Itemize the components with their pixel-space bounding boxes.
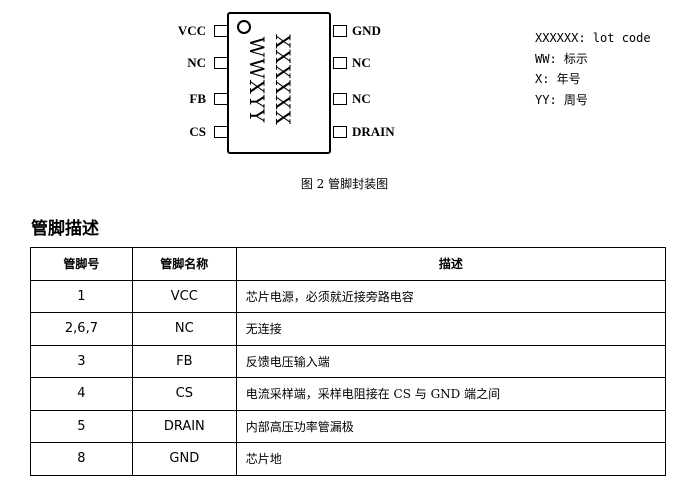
- cell-description: 芯片地: [235, 442, 667, 476]
- cell-pin-name: FB: [131, 344, 237, 378]
- table-header-row: 管脚号 管脚名称 描述: [30, 247, 667, 281]
- legend-yy: YY: 周号: [535, 92, 588, 107]
- pin1-indicator-icon: [237, 20, 251, 34]
- pin-label-drain: DRAIN: [352, 124, 395, 139]
- section-title: 管脚描述: [31, 219, 99, 239]
- header-description: 描述: [235, 247, 667, 281]
- cell-pin-name: GND: [131, 442, 237, 476]
- pin-label-cs: CS: [189, 124, 206, 139]
- table-row: 1 VCC 芯片电源，必须就近接旁路电容: [30, 279, 667, 313]
- table-row: 8 GND 芯片地: [30, 442, 667, 476]
- marking-legend: XXXXXX: lot code WW: 标示 X: 年号 YY: 周号: [535, 28, 651, 110]
- cell-pin-number: 3: [30, 344, 133, 378]
- cell-description: 芯片电源，必须就近接旁路电容: [235, 279, 667, 313]
- cell-pin-number: 8: [30, 442, 133, 476]
- cell-description: 内部高压功率管漏极: [235, 409, 667, 443]
- pin-label-nc-6: NC: [352, 91, 371, 106]
- cell-description: 电流采样端，采样电阻接在 CS 与 GND 端之间: [235, 377, 667, 411]
- table-row: 3 FB 反馈电压输入端: [30, 344, 667, 378]
- cell-description: 无连接: [235, 312, 667, 346]
- pin-1-lead: [214, 25, 228, 37]
- cell-pin-number: 4: [30, 377, 133, 411]
- legend-ww: WW: 标示: [535, 51, 588, 66]
- legend-x: X: 年号: [535, 72, 581, 86]
- table-row: 4 CS 电流采样端，采样电阻接在 CS 与 GND 端之间: [30, 377, 667, 411]
- cell-pin-number: 1: [30, 279, 133, 313]
- cell-pin-name: CS: [131, 377, 237, 411]
- table-row: 5 DRAIN 内部高压功率管漏极: [30, 409, 667, 443]
- pin-2-lead: [214, 57, 228, 69]
- pin-3-lead: [214, 93, 228, 105]
- legend-lot-code: XXXXXX: lot code: [535, 31, 651, 45]
- pin-8-lead: [333, 25, 347, 37]
- cell-pin-number: 2,6,7: [30, 312, 133, 346]
- pin-description-table: 管脚号 管脚名称 描述 1 VCC 芯片电源，必须就近接旁路电容 2,6,7 N…: [30, 247, 667, 476]
- cell-pin-name: NC: [131, 312, 237, 346]
- ic-package-body: XXXXXX WWXYY: [227, 12, 331, 154]
- pin-label-nc-2: NC: [187, 55, 206, 70]
- pin-label-nc-7: NC: [352, 55, 371, 70]
- pin-5-lead: [333, 126, 347, 138]
- cell-description: 反馈电压输入端: [235, 344, 667, 378]
- cell-pin-number: 5: [30, 409, 133, 443]
- marking-line-1: XXXXXX: [271, 34, 295, 126]
- cell-pin-name: VCC: [131, 279, 237, 313]
- pin-label-gnd: GND: [352, 23, 381, 38]
- table-row: 2,6,7 NC 无连接: [30, 312, 667, 346]
- pin-label-fb: FB: [189, 91, 206, 106]
- cell-pin-name: DRAIN: [131, 409, 237, 443]
- header-pin-name: 管脚名称: [131, 247, 237, 281]
- pin-6-lead: [333, 93, 347, 105]
- pin-7-lead: [333, 57, 347, 69]
- pin-label-vcc: VCC: [177, 23, 206, 38]
- header-pin-number: 管脚号: [30, 247, 133, 281]
- figure-caption: 图 2 管脚封装图: [300, 177, 389, 191]
- marking-line-2: WWXYY: [245, 36, 269, 124]
- pin-4-lead: [214, 126, 228, 138]
